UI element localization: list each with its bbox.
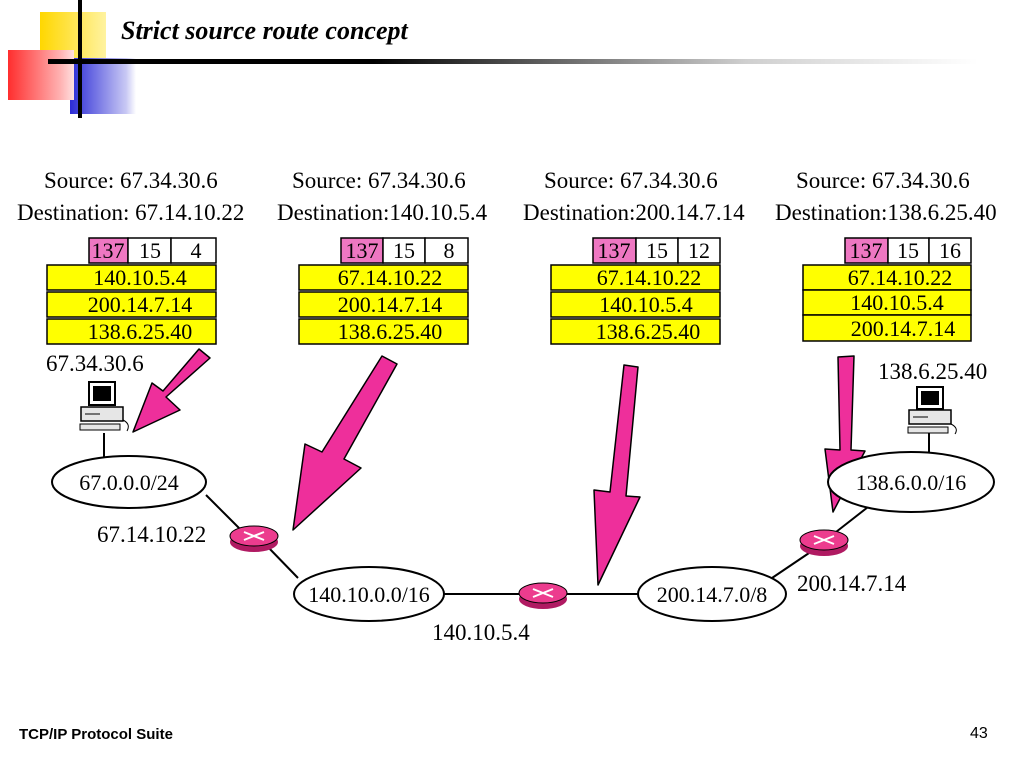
packet-2-pointer-cell [424,237,469,264]
packet-1-route-cell [46,318,217,345]
packet-1-route-3: 138.6.25.40 [88,319,193,344]
packet-3-pointer: 12 [688,238,710,263]
network-3-label: 200.14.7.0/8 [657,582,768,607]
network-2: 140.10.0.0/16 [293,566,445,622]
network-4: 138.6.0.0/16 [827,451,995,513]
packet-1-pointer-cell [170,237,217,264]
source-host-icon [79,381,129,432]
packet-1-code: 137 [92,238,125,263]
packet-3-route-cell [550,264,721,291]
packet-3-destination: Destination:200.14.7.14 [523,200,745,225]
router-3-icon [799,529,849,556]
packet-4: Source: 67.34.30.6 Destination:138.6.25.… [775,168,997,342]
router-1-address: 67.14.10.22 [97,522,206,547]
packet-4-route-cell [802,314,972,342]
packet-3: Source: 67.34.30.6 Destination:200.14.7.… [523,168,745,345]
router-3-address: 200.14.7.14 [797,571,907,596]
packet-3-pointer-cell [677,237,721,264]
packet-2: Source: 67.34.30.6 Destination:140.10.5.… [277,168,488,345]
network-2-label: 140.10.0.0/16 [308,582,430,607]
packet-2-length: 15 [393,238,415,263]
packet-1-route-1: 140.10.5.4 [93,265,187,290]
packet-1-pointer: 4 [191,238,202,263]
footer-text: TCP/IP Protocol Suite [19,726,173,743]
packet-2-route-cell [298,291,469,318]
link-lan3-router3 [771,550,813,579]
packet-4-code-cell [844,237,889,264]
packet-4-route-2: 140.10.5.4 [850,290,944,315]
packet-3-code: 137 [598,238,631,263]
arrow-1-icon [132,348,211,433]
page-number: 43 [970,725,988,742]
decor-red-square [8,50,74,100]
network-1: 67.0.0.0/24 [51,455,207,509]
packet-2-route-2: 200.14.7.14 [338,292,443,317]
packet-4-route-cell [802,264,972,291]
packet-3-route-3: 138.6.25.40 [596,319,701,344]
packet-4-length-cell [887,237,930,264]
router-2-icon [518,582,568,609]
packet-1-length: 15 [139,238,161,263]
slide-title: Strict source route concept [121,16,408,45]
packet-4-pointer: 16 [939,238,961,263]
packet-3-source: Source: 67.34.30.6 [544,168,718,193]
packet-3-route-cell [550,318,721,345]
packet-4-route-3: 200.14.7.14 [851,316,956,341]
packet-1-route-cell [46,264,217,291]
packet-2-route-3: 138.6.25.40 [338,319,443,344]
packet-1-length-cell [127,237,172,264]
link-router1-lan2 [265,544,299,579]
packet-3-route-2: 140.10.5.4 [599,292,693,317]
source-host-address: 67.34.30.6 [46,351,144,376]
packet-1-source: Source: 67.34.30.6 [44,168,218,193]
packet-2-destination: Destination:140.10.5.4 [277,200,488,225]
packet-3-route-1: 67.14.10.22 [597,265,702,290]
packet-4-destination: Destination:138.6.25.40 [775,200,997,225]
packet-2-route-cell [298,318,469,345]
packet-2-route-cell [298,264,469,291]
packet-4-source: Source: 67.34.30.6 [796,168,970,193]
router-1-icon [229,525,279,552]
packet-2-pointer: 8 [444,238,455,263]
packet-1: Source: 67.34.30.6 Destination: 67.14.10… [17,168,244,345]
packet-1-route-cell [46,291,217,318]
packet-2-code: 137 [346,238,379,263]
arrow-2-icon [292,355,398,531]
link-router3-lan4 [835,506,869,533]
packet-2-length-cell [382,237,426,264]
destination-host-icon [907,386,957,435]
title-underline [48,59,978,64]
packet-1-destination: Destination: 67.14.10.22 [17,200,244,225]
packet-4-length: 15 [897,238,919,263]
network-4-label: 138.6.0.0/16 [856,470,967,495]
packet-3-route-cell [550,291,721,318]
packet-1-code-cell [88,237,129,264]
packet-2-route-1: 67.14.10.22 [338,265,443,290]
packet-2-source: Source: 67.34.30.6 [292,168,466,193]
network-1-label: 67.0.0.0/24 [79,470,179,495]
packet-4-route-1: 67.14.10.22 [848,265,953,290]
packet-3-length: 15 [646,238,668,263]
packet-4-pointer-cell [928,237,972,264]
arrow-3-icon [593,364,641,586]
router-2-address: 140.10.5.4 [432,620,530,645]
network-3: 200.14.7.0/8 [637,566,787,622]
packet-1-route-2: 200.14.7.14 [88,292,193,317]
link-lan1-router1 [205,494,243,532]
destination-host-address: 138.6.25.40 [878,359,987,384]
packet-4-code: 137 [850,238,883,263]
